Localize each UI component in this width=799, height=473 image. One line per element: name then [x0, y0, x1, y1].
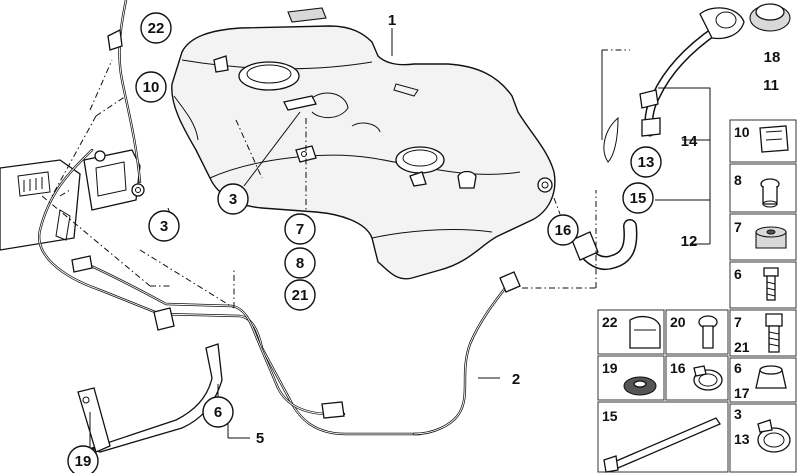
legend-num-7b: 7	[734, 314, 742, 330]
callout-8: 8	[284, 247, 316, 279]
clip-10-icon	[759, 125, 789, 153]
callout-15: 15	[622, 182, 654, 214]
cable-tie-15-icon	[603, 417, 721, 473]
filler-neck-11	[603, 3, 791, 163]
label-14: 14	[681, 133, 698, 150]
callout-3a: 3	[217, 183, 249, 215]
label-12: 12	[681, 233, 698, 250]
fuel-tank	[171, 7, 556, 280]
legend-cell-7b	[729, 309, 797, 357]
label-18-text: 18	[764, 49, 781, 66]
callout-3a-text: 3	[229, 191, 237, 208]
bolt-20-icon	[698, 315, 718, 349]
callout-10: 10	[135, 71, 167, 103]
grommet-8-icon	[760, 178, 780, 208]
callout-13-text: 13	[638, 154, 655, 171]
hose-clamp-3-icon	[757, 419, 791, 453]
parts-legend: 10 8 7 6 22 20 7 21 19 16 6 17 15 3 13	[597, 119, 797, 473]
callout-21: 21	[284, 279, 316, 311]
callout-6-text: 6	[214, 404, 222, 421]
legend-num-20: 20	[670, 314, 686, 330]
bolt-6-icon	[763, 267, 779, 301]
legend-cell-6b	[729, 357, 797, 403]
callout-16: 16	[547, 214, 579, 246]
hose-2	[412, 271, 521, 436]
callout-19-text: 19	[75, 453, 92, 470]
callout-3b: 3	[148, 210, 180, 242]
label-11: 11	[763, 77, 779, 94]
legend-num-15: 15	[602, 408, 618, 424]
vent-hose-10	[107, 0, 142, 184]
hose-clamp-16-icon	[693, 365, 723, 391]
callout-7: 7	[284, 213, 316, 245]
subframe-left	[0, 149, 145, 251]
legend-num-17: 17	[734, 385, 750, 401]
callout-18: 18	[764, 49, 781, 66]
legend-num-6a: 6	[734, 266, 742, 282]
legend-num-22: 22	[602, 314, 618, 330]
label-1: 1	[388, 12, 396, 29]
legend-num-13: 13	[734, 431, 750, 447]
callout-22-text: 22	[148, 20, 165, 37]
grommet-19-icon	[623, 376, 657, 396]
bolt-7b-icon	[765, 313, 783, 353]
callout-3b-text: 3	[160, 218, 168, 235]
fuel-lines	[37, 148, 422, 436]
callout-6: 6	[202, 396, 234, 428]
callout-21-text: 21	[292, 287, 309, 304]
legend-num-19: 19	[602, 360, 618, 376]
label-2: 2	[512, 371, 520, 388]
nut-6b-icon	[755, 365, 787, 389]
legend-num-6b: 6	[734, 360, 742, 376]
legend-num-7a: 7	[734, 219, 742, 235]
callout-13: 13	[630, 146, 662, 178]
callout-16-text: 16	[555, 222, 572, 239]
callout-7-text: 7	[296, 221, 304, 238]
callout-10-text: 10	[143, 79, 160, 96]
legend-cell-20	[665, 309, 729, 355]
clamp-22-icon	[629, 315, 661, 349]
legend-num-10: 10	[734, 124, 750, 140]
rubber-mount-7-icon	[755, 226, 787, 249]
legend-num-16: 16	[670, 360, 686, 376]
callout-15-text: 15	[630, 190, 647, 207]
callout-8-text: 8	[296, 255, 304, 272]
label-5: 5	[256, 430, 264, 447]
callout-22: 22	[140, 12, 172, 44]
hose-12	[571, 219, 638, 270]
tank-strap-5	[77, 343, 223, 453]
callout-19: 19	[67, 445, 99, 473]
legend-cell-6a	[729, 261, 797, 309]
legend-num-21: 21	[734, 339, 750, 355]
legend-num-3: 3	[734, 406, 742, 422]
leader-lines	[41, 28, 711, 448]
legend-num-8: 8	[734, 172, 742, 188]
